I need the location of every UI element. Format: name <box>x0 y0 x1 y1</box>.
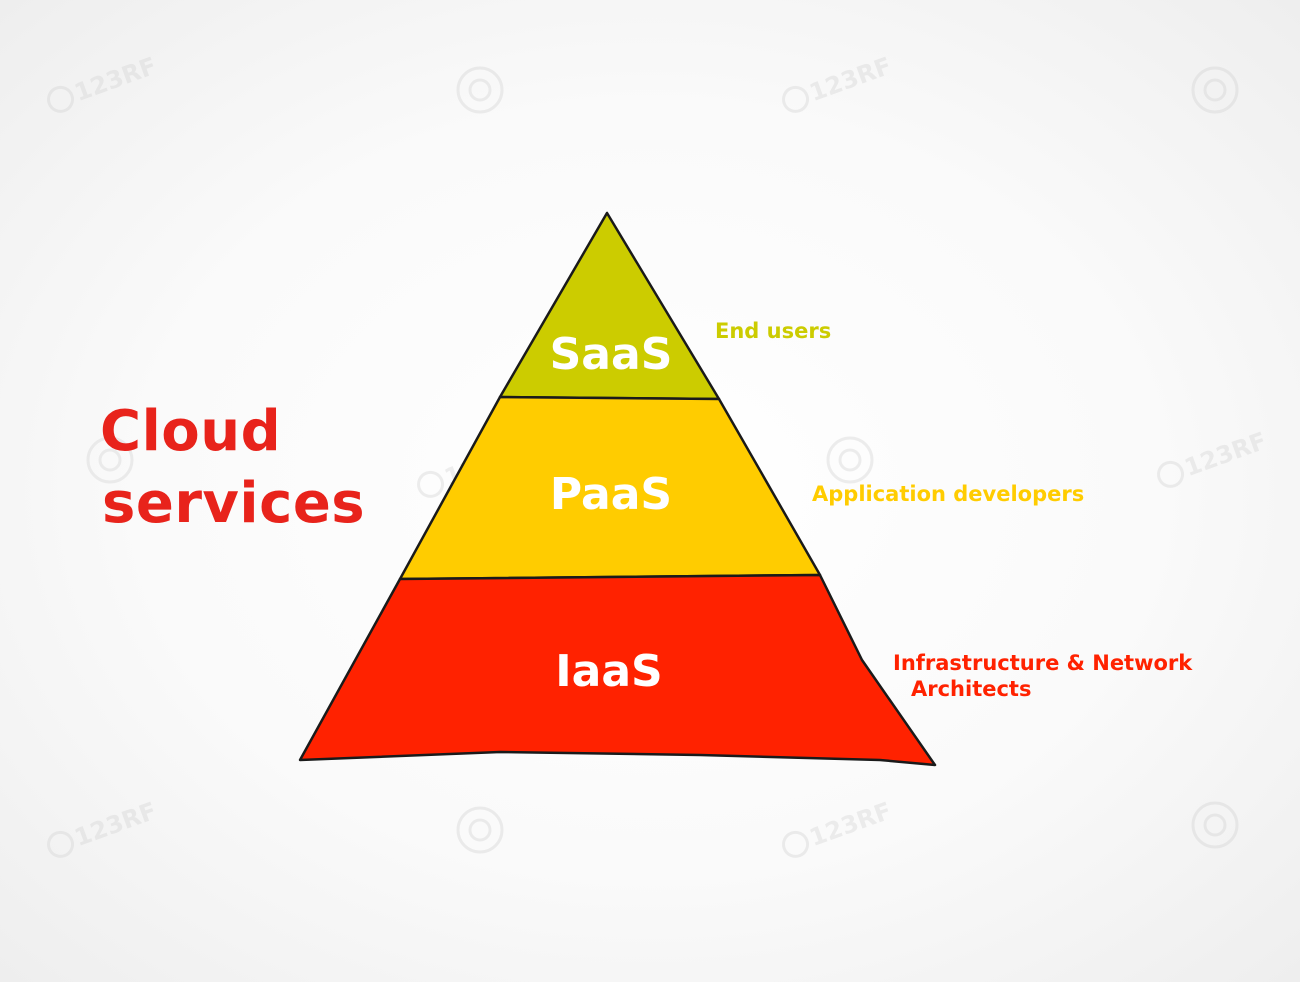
watermark-icon <box>826 436 874 484</box>
role-label-saas: End users <box>715 319 832 343</box>
watermark-icon <box>86 436 134 484</box>
tier-label-paas: PaaS <box>549 469 673 520</box>
title-line-2: services <box>102 471 366 536</box>
watermark-icon <box>456 66 504 114</box>
title-line-1: Cloud <box>100 399 282 464</box>
tier-label-iaas: IaaS <box>555 646 663 697</box>
watermark-icon <box>456 806 504 854</box>
role-label-iaas: Infrastructure & Network Architects <box>893 650 1192 703</box>
watermark-icon: 123RF <box>1157 430 1270 488</box>
tier-label-saas: SaaS <box>549 329 673 380</box>
pyramid-tier-iaas <box>298 573 937 767</box>
role-label-paas: Application developers <box>812 482 1085 506</box>
watermark-icon: 123RF <box>47 55 160 113</box>
role-label-iaas-line-1: Infrastructure & Network <box>893 651 1193 675</box>
watermark-icon <box>1191 801 1239 849</box>
watermark-icon <box>1191 66 1239 114</box>
role-label-iaas-line-2: Architects <box>911 677 1032 702</box>
watermark-icon: 123RF <box>47 800 160 858</box>
watermark-icon: 123RF <box>782 800 895 858</box>
watermark-icon: 123RF <box>782 55 895 113</box>
